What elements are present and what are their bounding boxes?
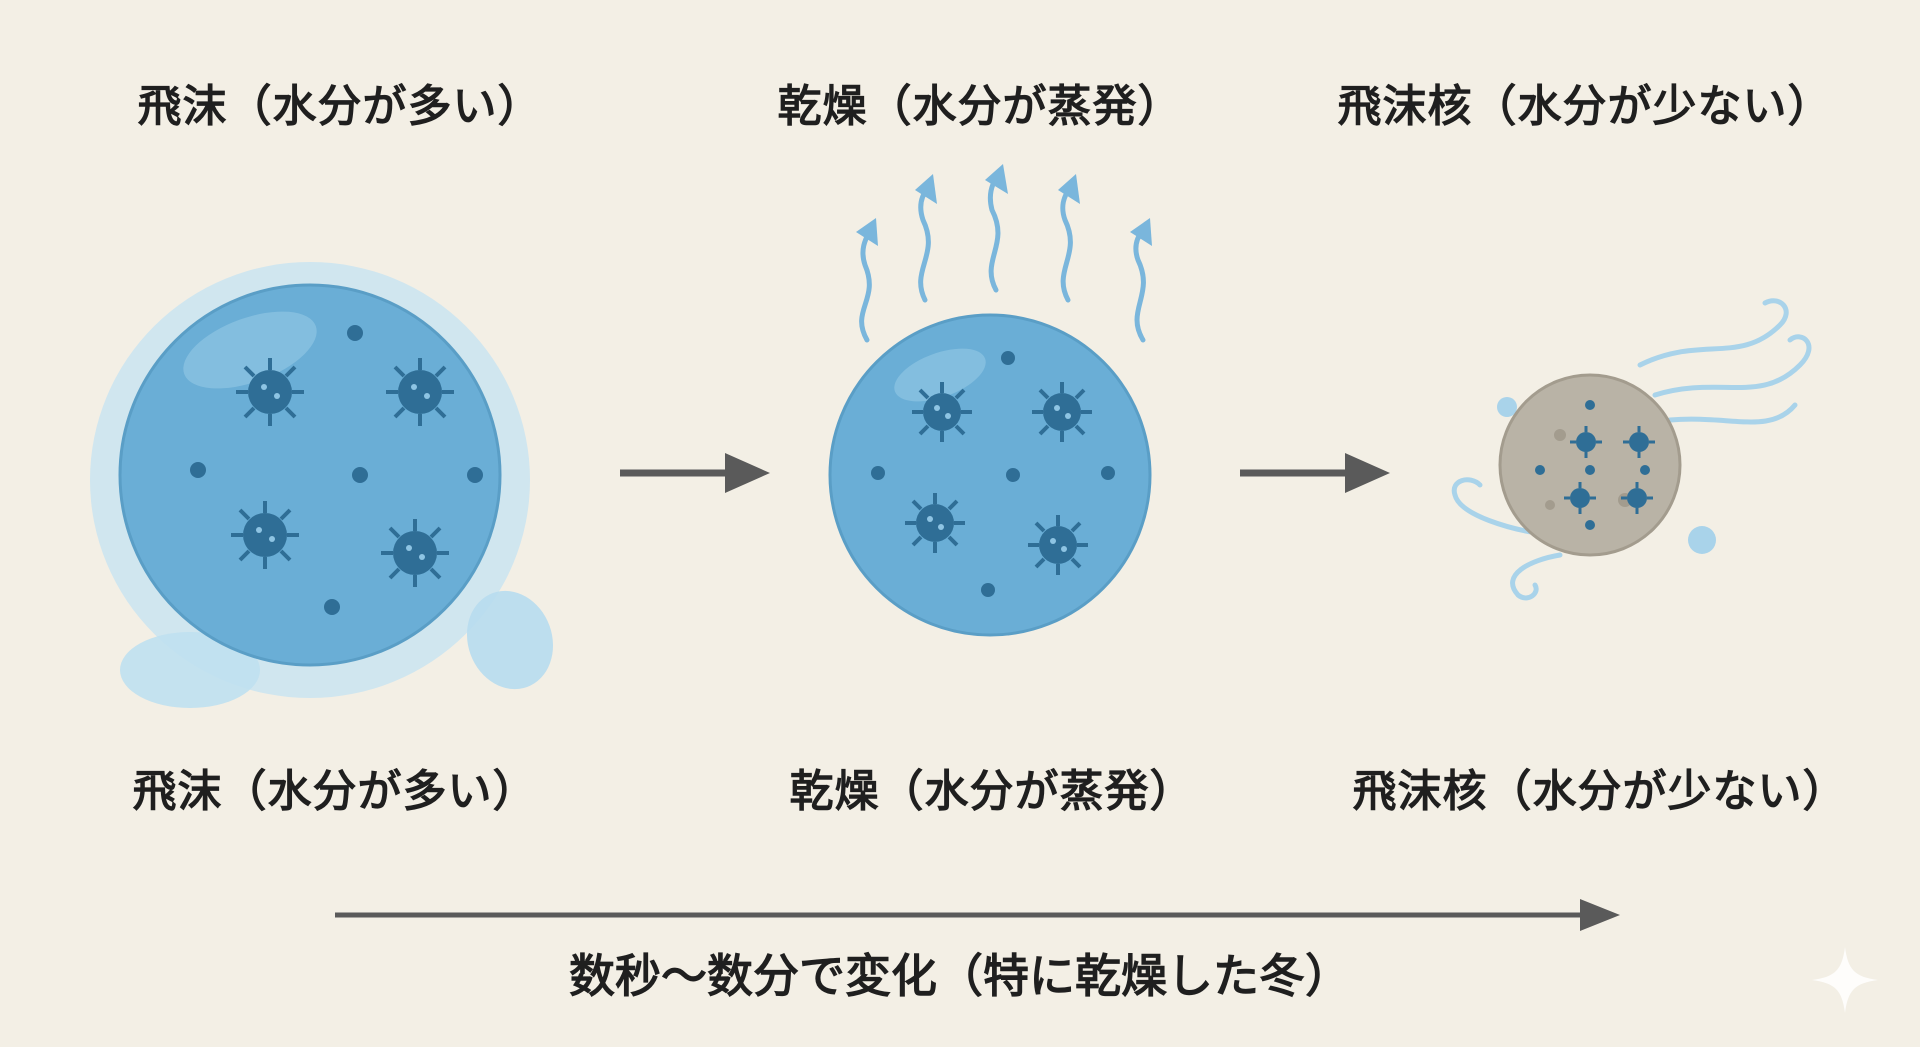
virus-icon — [236, 358, 304, 426]
large-droplet — [80, 250, 560, 720]
stage1-bottom-label: 飛沫（水分が多い） — [132, 766, 538, 817]
virus-icon — [381, 519, 449, 587]
arrow-right-icon — [615, 448, 775, 498]
virus-icon — [231, 501, 299, 569]
stage3-bottom-label: 飛沫核（水分が少ない） — [1352, 766, 1848, 817]
timeline-arrow — [330, 895, 1630, 935]
virus-icon — [912, 382, 972, 442]
evaporating-droplet — [820, 150, 1160, 640]
stage3-top-label: 飛沫核（水分が少ない） — [1337, 81, 1833, 132]
stage2-bottom-label: 乾燥（水分が蒸発） — [789, 766, 1195, 817]
virus-icon — [905, 493, 965, 553]
virus-icon — [386, 358, 454, 426]
stage2-top-label: 乾燥（水分が蒸発） — [777, 81, 1183, 132]
wind-icon — [1451, 298, 1812, 601]
droplet-nucleus — [1440, 285, 1820, 615]
arrow-right-icon — [1235, 448, 1395, 498]
virus-icon — [1028, 515, 1088, 575]
sparkle-icon — [1810, 945, 1880, 1015]
virus-icon — [1623, 426, 1655, 458]
virus-icon — [1570, 426, 1602, 458]
evaporation-arrow-icon — [859, 175, 1146, 343]
virus-icon — [1621, 482, 1653, 514]
virus-icon — [1032, 382, 1092, 442]
virus-icon — [1564, 482, 1596, 514]
stage1-top-label: 飛沫（水分が多い） — [137, 81, 543, 132]
timeline-caption: 数秒～数分で変化（特に乾燥した冬） — [569, 949, 1351, 1003]
